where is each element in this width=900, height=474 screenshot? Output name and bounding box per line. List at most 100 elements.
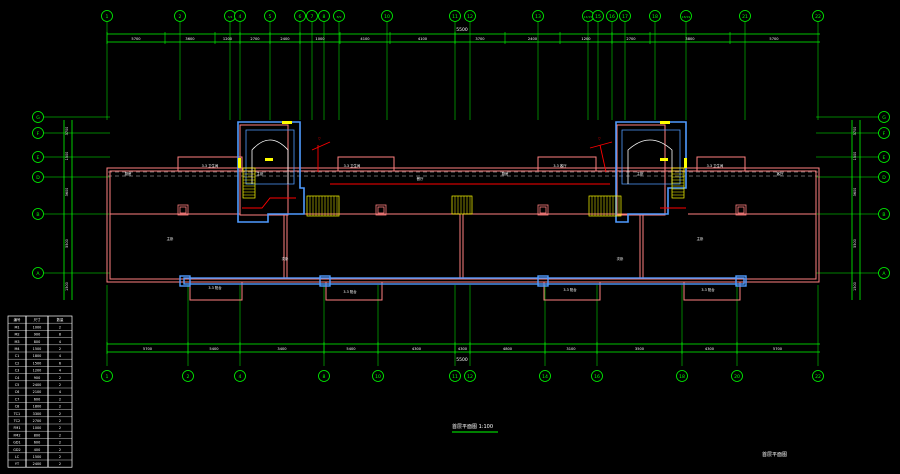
legend-cell: 600 <box>34 441 40 445</box>
axis-bubble-right <box>878 111 890 123</box>
axis-bubble-left <box>32 208 44 220</box>
legend-cell: 4 <box>59 369 61 373</box>
legend-cell: 1500 <box>33 361 42 365</box>
legend-header: 编号 <box>14 317 21 322</box>
axis-bubble-top-label: 4 <box>239 14 242 20</box>
axis-bubble-top <box>464 10 476 22</box>
axis-bubble-bottom-label: 14 <box>542 374 548 380</box>
top-dimension-label: 5700 <box>769 37 779 41</box>
stair-flights <box>242 167 685 217</box>
legend-cell: FM2 <box>13 433 20 437</box>
top-overall-dimension: 5500 <box>456 27 468 33</box>
legend-cell: 600 <box>34 397 40 401</box>
left-dimension-label: 1500 <box>65 282 69 291</box>
legend-cell: FM1 <box>13 426 20 430</box>
column-markers <box>177 204 747 216</box>
legend-cell: 2 <box>59 441 61 445</box>
axis-bubble-top-label: 8/9 <box>337 15 342 19</box>
top-dimension-label: 2700 <box>250 37 260 41</box>
top-dimension-label: 2700 <box>626 37 636 41</box>
bottom-dimension-label: 3400 <box>277 347 287 351</box>
axis-bubble-top-label: 2 <box>179 14 182 20</box>
axis-bubble-top-label: 1 <box>106 14 109 20</box>
axis-bubble-top-label: 18/19 <box>682 15 691 19</box>
axis-bubble-bottom <box>731 370 743 382</box>
legend-cell: 3300 <box>33 412 42 416</box>
room-label: 餐厅 <box>417 176 424 181</box>
legend-cell: 2 <box>59 397 61 401</box>
axis-bubble-bottom-label: 10 <box>375 374 381 380</box>
axis-bubble-top-label: 13 <box>535 14 541 20</box>
axis-bubble-bottom-label: 4 <box>239 374 242 380</box>
axis-bubble-right <box>878 151 890 163</box>
top-dimension-label: 4100 <box>418 37 428 41</box>
axis-bubble-top <box>174 10 186 22</box>
axis-bubble-bottom <box>539 370 551 382</box>
axis-bubble-bottom <box>318 370 330 382</box>
axis-bubble-top-label: 6 <box>299 14 302 20</box>
bottom-overall-dimension: 5500 <box>456 357 468 363</box>
legend-cell: 2100 <box>33 390 42 394</box>
legend-cell: 2 <box>59 412 61 416</box>
legend-cell: 2 <box>59 325 61 329</box>
axis-bubble-left <box>32 127 44 139</box>
axis-bubble-right-label: F <box>883 131 886 137</box>
legend-cell: 1800 <box>33 354 42 358</box>
axis-bubble-top-label: 8 <box>323 14 326 20</box>
legend-cell: GD1 <box>13 441 20 445</box>
axis-bubble-top-label: 16 <box>609 14 615 20</box>
top-dimension-label: 1000 <box>315 37 325 41</box>
legend-cell: 2 <box>59 426 61 430</box>
room-label: 厨房 <box>502 171 509 176</box>
legend-cell: 4 <box>59 340 61 344</box>
axis-bubble-right <box>878 171 890 183</box>
room-label: 3.3 卫生间 <box>344 163 361 168</box>
axis-bubble-left <box>32 267 44 279</box>
legend-cell: M3 <box>14 340 19 344</box>
axis-bubble-right-label: G <box>882 115 886 121</box>
axis-bubble-left <box>32 111 44 123</box>
legend-cell: GD2 <box>13 448 20 452</box>
axis-bubble-bottom <box>182 370 194 382</box>
legend-cell: M2 <box>14 333 19 337</box>
axis-grid-lines <box>44 22 880 366</box>
axis-bubble-bottom-label: 8 <box>323 374 326 380</box>
corridor-centerline <box>108 171 818 177</box>
room-label: 主卧 <box>697 236 704 241</box>
top-dimension-label: 4100 <box>360 37 370 41</box>
axis-bubble-top <box>306 10 318 22</box>
legend-cell: 2 <box>59 347 61 351</box>
axis-bubble-top <box>101 10 113 22</box>
legend-cell: 2 <box>59 376 61 380</box>
axis-bubble-bottom-label: 20 <box>734 374 740 380</box>
legend-header: 数量 <box>57 317 64 322</box>
legend-cell: M4 <box>14 347 19 351</box>
legend-cell: 2 <box>59 448 61 452</box>
svg-text:▽: ▽ <box>318 137 321 141</box>
right-dimension-label: 1500 <box>853 282 857 291</box>
axis-bubble-top-label: 15 <box>595 14 601 20</box>
building-walls <box>106 124 820 301</box>
axis-bubble-top <box>234 10 246 22</box>
room-label: 次卧 <box>282 256 289 261</box>
stair-core-left <box>237 121 305 223</box>
svg-text:▽: ▽ <box>598 137 601 141</box>
top-dimension-label: 3700 <box>475 37 485 41</box>
axis-bubble-left-label: B <box>36 212 39 218</box>
stair-treads <box>243 170 684 216</box>
left-dimension-label: 1500 <box>65 152 69 161</box>
axis-bubble-left-label: F <box>37 131 40 137</box>
room-label: 3.3 阳台 <box>208 285 222 290</box>
bottom-dimension-label: 5400 <box>209 347 219 351</box>
legend-cell: C3 <box>15 369 20 373</box>
axis-bubble-bottom-label: 12 <box>467 374 473 380</box>
bottom-dimension-label: 5700 <box>143 347 153 351</box>
axis-bubble-top-label: 18 <box>652 14 658 20</box>
top-dimension-label: 2400 <box>528 37 538 41</box>
legend-cell: 2 <box>59 462 61 466</box>
legend-cell: 1200 <box>33 369 42 373</box>
stair-core-right <box>615 121 687 223</box>
axis-bubble-left <box>32 171 44 183</box>
